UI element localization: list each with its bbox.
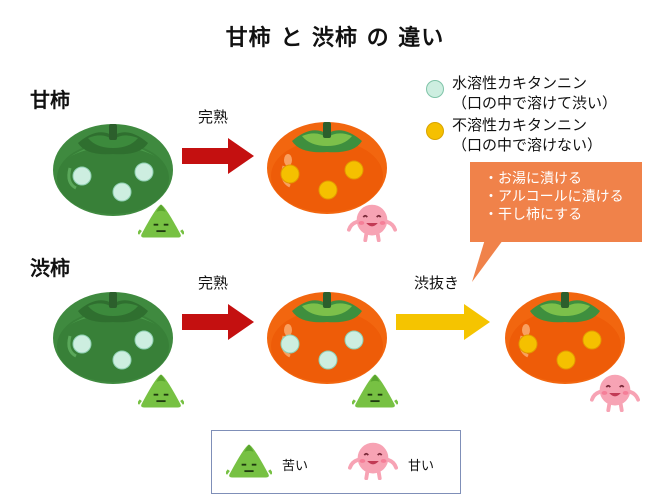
debittering-methods-callout: ・お湯に漬ける ・アルコールに漬ける ・干し柿にする	[470, 162, 642, 242]
callout-item-alcohol: ・アルコールに漬ける	[484, 189, 624, 205]
legend-insoluble-line2: （口の中で溶けない）	[452, 136, 603, 154]
step-ripen-shibugaki: 完熟	[198, 274, 229, 292]
ripe-amagaki-persimmon	[262, 106, 392, 216]
ripe-shibugaki-persimmon	[262, 276, 392, 386]
key-bitter-label: 苦い	[282, 459, 309, 474]
unripe-shibugaki-persimmon	[48, 276, 178, 386]
red-arrow-amagaki	[182, 138, 254, 174]
yellow-arrow	[396, 304, 490, 340]
soluble-tannin-dot	[426, 80, 444, 98]
step-remove-astringency: 渋抜き	[414, 274, 460, 292]
key-bitter-icon	[226, 442, 272, 480]
legend-soluble-line1: 水溶性カキタンニン	[452, 74, 588, 92]
row-label-shibugaki: 渋柿	[30, 256, 70, 280]
unripe-amagaki-persimmon	[48, 108, 178, 218]
sweet-character-icon	[590, 372, 640, 412]
callout-item-hot-water: ・お湯に漬ける	[484, 171, 582, 187]
step-ripen-amagaki: 完熟	[198, 108, 229, 126]
legend-insoluble-line1: 不溶性カキタンニン	[452, 116, 588, 134]
bitter-character-icon	[352, 372, 398, 410]
bitter-character-icon	[138, 372, 184, 410]
sweet-character-icon	[347, 202, 397, 242]
key-sweet-label: 甘い	[408, 459, 435, 474]
bitter-character-icon	[138, 202, 184, 240]
row-label-amagaki: 甘柿	[30, 88, 70, 112]
insoluble-tannin-dot	[426, 122, 444, 140]
red-arrow-shibugaki	[182, 304, 254, 340]
callout-tail	[472, 236, 506, 282]
page-title: 甘柿 と 渋柿 の 違い	[225, 26, 445, 51]
key-sweet-icon	[348, 440, 398, 480]
callout-item-dried: ・干し柿にする	[484, 207, 583, 223]
legend-soluble-line2: （口の中で溶けて渋い）	[452, 94, 618, 112]
debittered-persimmon	[500, 276, 630, 386]
